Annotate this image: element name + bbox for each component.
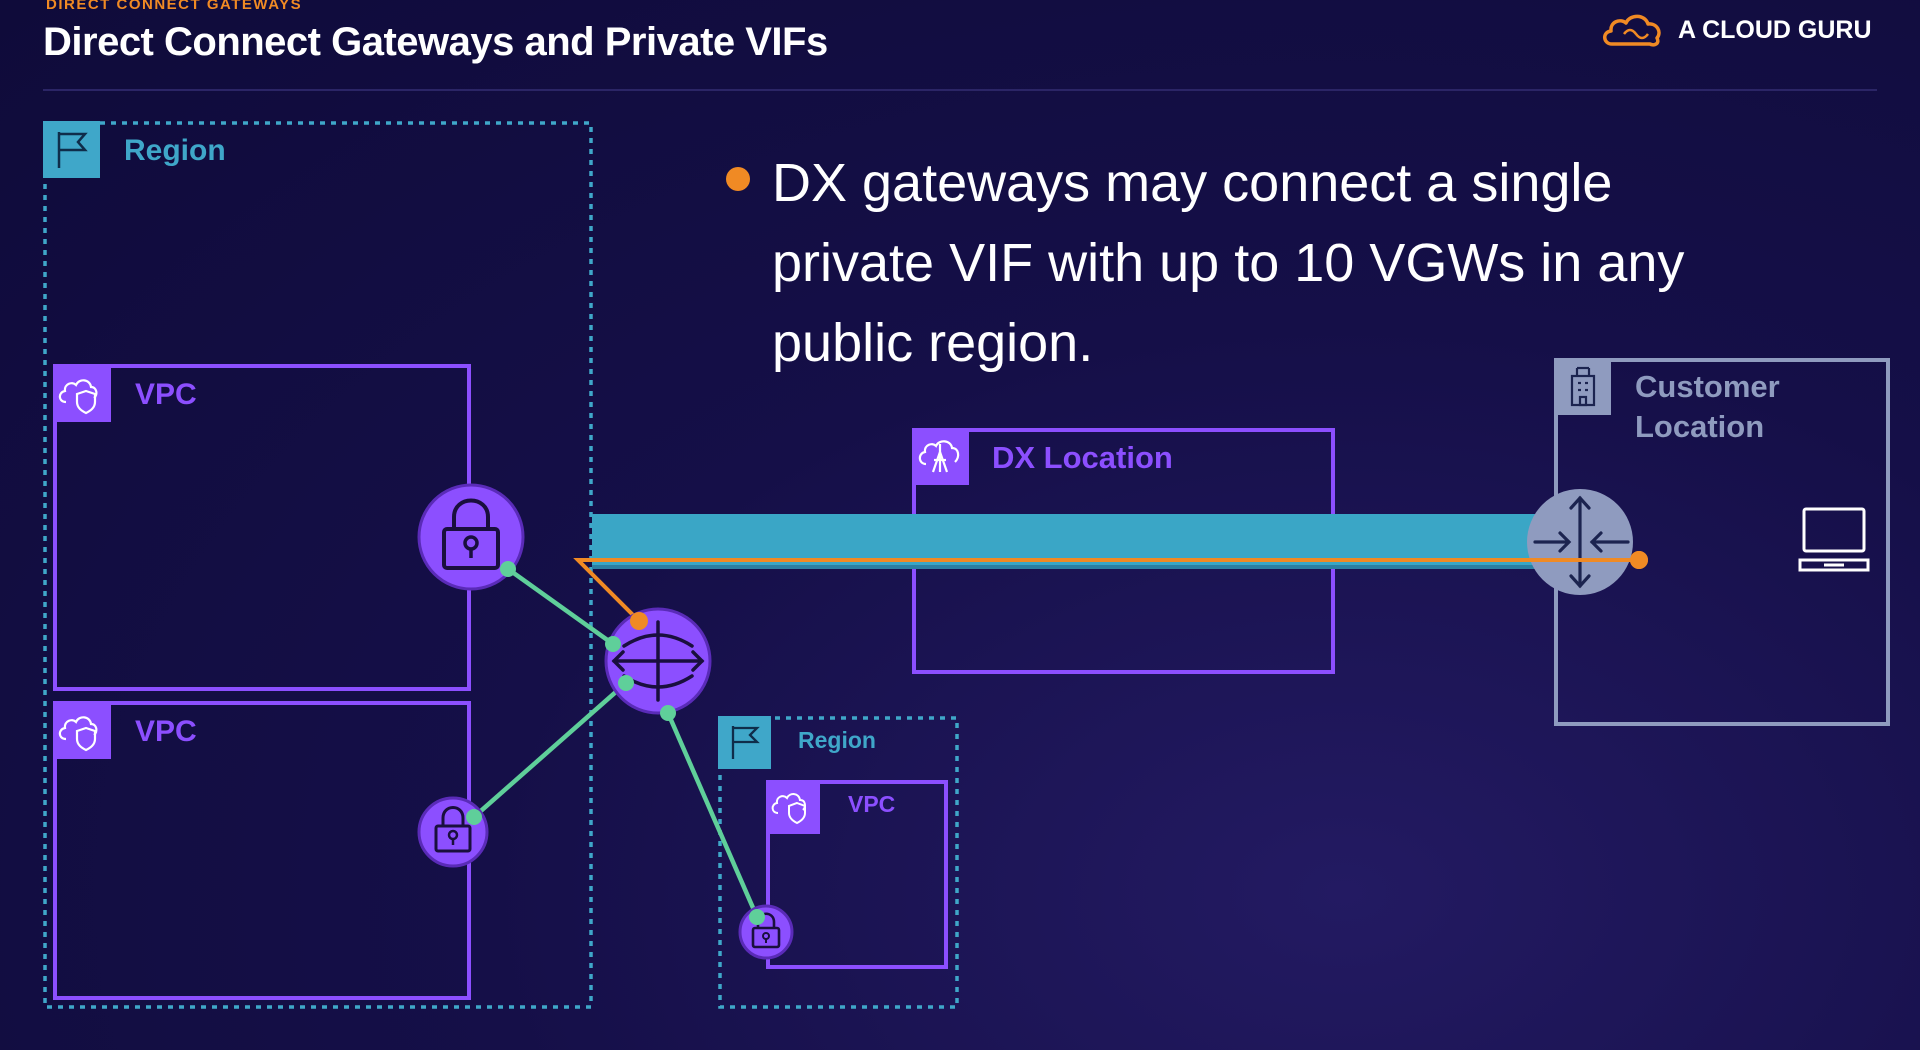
vpc-bottom-label: VPC xyxy=(135,715,197,748)
region-small: Region xyxy=(718,716,959,1009)
vgw-associations xyxy=(472,567,760,918)
flag-icon xyxy=(57,132,88,168)
brand-logo: A CLOUD GURU xyxy=(1600,8,1872,52)
bullet-point: DX gateways may connect a single private… xyxy=(726,143,1756,383)
vpc-small-label: VPC xyxy=(848,791,895,817)
slide-title: Direct Connect Gateways and Private VIFs xyxy=(43,20,828,64)
lock-icon xyxy=(738,904,794,960)
building-icon xyxy=(1570,366,1596,407)
dx-gateway-icon xyxy=(604,607,712,721)
lock-icon xyxy=(417,483,525,591)
dx-location: DX Location xyxy=(912,428,1335,674)
cloud-shield-icon xyxy=(58,379,98,415)
bullet-text: DX gateways may connect a single private… xyxy=(772,153,1685,373)
flag-icon xyxy=(731,726,760,759)
customer-label-line2: Location xyxy=(1635,409,1764,444)
laptop-icon xyxy=(1798,507,1870,572)
region-main: Region xyxy=(43,121,593,1009)
section-eyebrow: DIRECT CONNECT GATEWAYS xyxy=(46,0,303,13)
region-main-label: Region xyxy=(124,134,226,167)
cloud-logo-icon xyxy=(1603,14,1661,47)
region-small-label: Region xyxy=(798,727,876,753)
vpc-small: VPC xyxy=(766,780,948,969)
lock-icon xyxy=(417,796,489,868)
header-divider xyxy=(43,89,1877,91)
customer-label-line1: Customer xyxy=(1635,369,1780,404)
vpc-top-label: VPC xyxy=(135,378,197,411)
router-icon xyxy=(1527,489,1648,595)
dx-location-icon xyxy=(918,440,960,473)
vpc-top: VPC xyxy=(53,364,471,691)
brand-name: A CLOUD GURU xyxy=(1678,15,1872,44)
cloud-shield-icon xyxy=(771,793,806,825)
bullet-dot xyxy=(726,167,750,191)
cloud-shield-icon xyxy=(58,716,98,752)
vpc-bottom: VPC xyxy=(53,701,471,1000)
dx-location-label: DX Location xyxy=(992,440,1173,475)
